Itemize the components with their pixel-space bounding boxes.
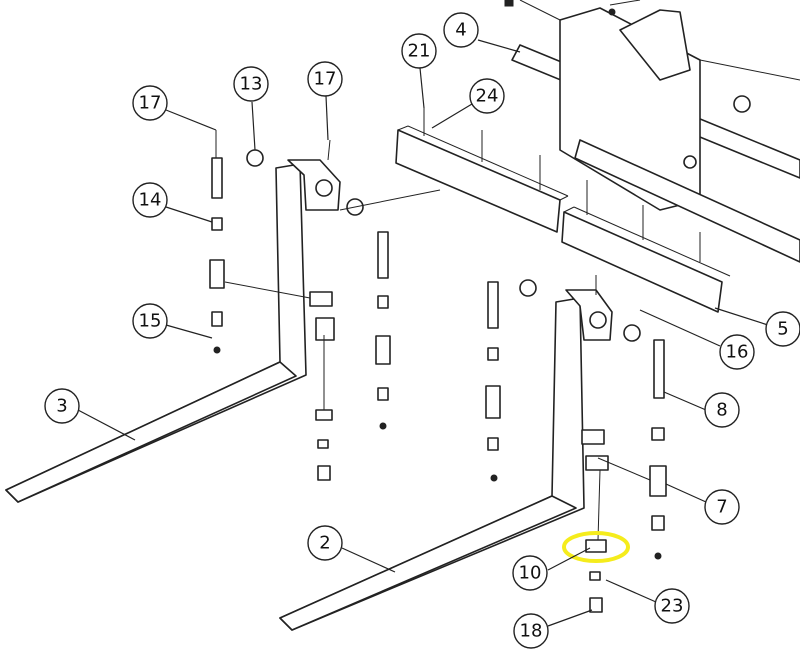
highlight-ring xyxy=(562,531,630,563)
fork-left xyxy=(5,130,441,503)
callout-label: 2 xyxy=(319,533,330,554)
leader-lines xyxy=(77,39,769,627)
callout-10: 10 xyxy=(512,555,548,591)
callout-14: 14 xyxy=(132,182,168,218)
callout-label: 3 xyxy=(56,396,67,417)
pin-stack-middle xyxy=(375,231,501,482)
callout-8: 8 xyxy=(704,392,740,428)
guard-plate-lower xyxy=(561,180,731,313)
callout-7: 7 xyxy=(704,489,740,525)
callout-21: 21 xyxy=(401,33,437,69)
callout-13: 13 xyxy=(233,66,269,102)
callout-17-left: 17 xyxy=(132,85,168,121)
callout-label: 8 xyxy=(716,400,727,421)
callout-label: 16 xyxy=(726,342,749,363)
callout-15: 15 xyxy=(132,303,168,339)
callout-label: 4 xyxy=(455,20,466,41)
callout-17-right: 17 xyxy=(307,61,343,97)
callout-label: 7 xyxy=(716,497,727,518)
callout-2: 2 xyxy=(307,525,343,561)
callout-4: 4 xyxy=(443,12,479,48)
callout-label: 17 xyxy=(139,93,162,114)
callout-label: 15 xyxy=(139,311,162,332)
callout-5: 5 xyxy=(765,311,800,347)
callout-23: 23 xyxy=(654,588,690,624)
callout-label: 24 xyxy=(476,86,499,107)
callout-label: 18 xyxy=(520,621,543,642)
callout-18: 18 xyxy=(513,613,549,649)
callout-16: 16 xyxy=(719,334,755,370)
callout-24: 24 xyxy=(469,78,505,114)
callout-label: 14 xyxy=(139,190,162,211)
callout-label: 5 xyxy=(777,319,788,340)
callout-label: 21 xyxy=(408,41,431,62)
fork-right xyxy=(279,275,667,631)
carriage-frame xyxy=(504,0,800,263)
guard-plate-upper xyxy=(395,108,569,233)
callout-3: 3 xyxy=(44,388,80,424)
callout-label: 23 xyxy=(661,596,684,617)
callout-label: 13 xyxy=(240,74,263,95)
callout-label: 17 xyxy=(314,69,337,90)
callout-label: 10 xyxy=(519,563,542,584)
